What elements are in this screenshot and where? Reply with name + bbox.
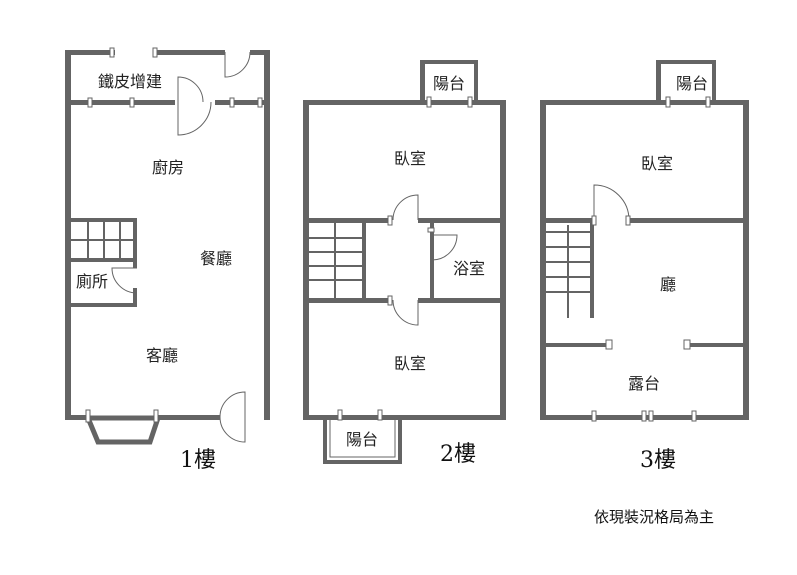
room-label-terrace-3f: 露台 xyxy=(628,374,660,393)
room-label-balcony-3f: 陽台 xyxy=(676,74,708,93)
room-label-living: 客廳 xyxy=(146,346,178,365)
floor-label-1: 1樓 xyxy=(180,448,216,473)
floor-3-plan xyxy=(540,60,749,422)
room-label-dining: 餐廳 xyxy=(200,249,232,268)
room-label-bedroom-2f-bottom: 臥室 xyxy=(394,354,426,373)
floor-1-plan xyxy=(65,47,270,445)
room-label-hall-3f: 廳 xyxy=(660,275,676,294)
room-label-bedroom-3f: 臥室 xyxy=(641,154,673,173)
floor-label-3: 3樓 xyxy=(640,448,676,473)
room-label-balcony-2f-top: 陽台 xyxy=(433,74,465,93)
room-label-kitchen: 廚房 xyxy=(152,158,184,177)
room-label-toilet: 廁所 xyxy=(76,272,108,291)
floor-label-2: 2樓 xyxy=(440,442,476,467)
layout-note: 依現裝況格局為主 xyxy=(594,508,714,526)
room-label-bathroom-2f: 浴室 xyxy=(453,259,485,278)
room-label-bedroom-2f-top: 臥室 xyxy=(394,149,426,168)
room-label-balcony-2f-bottom: 陽台 xyxy=(346,430,378,449)
floor-2-plan xyxy=(303,60,506,464)
room-label-annex: 鐵皮增建 xyxy=(98,72,162,91)
